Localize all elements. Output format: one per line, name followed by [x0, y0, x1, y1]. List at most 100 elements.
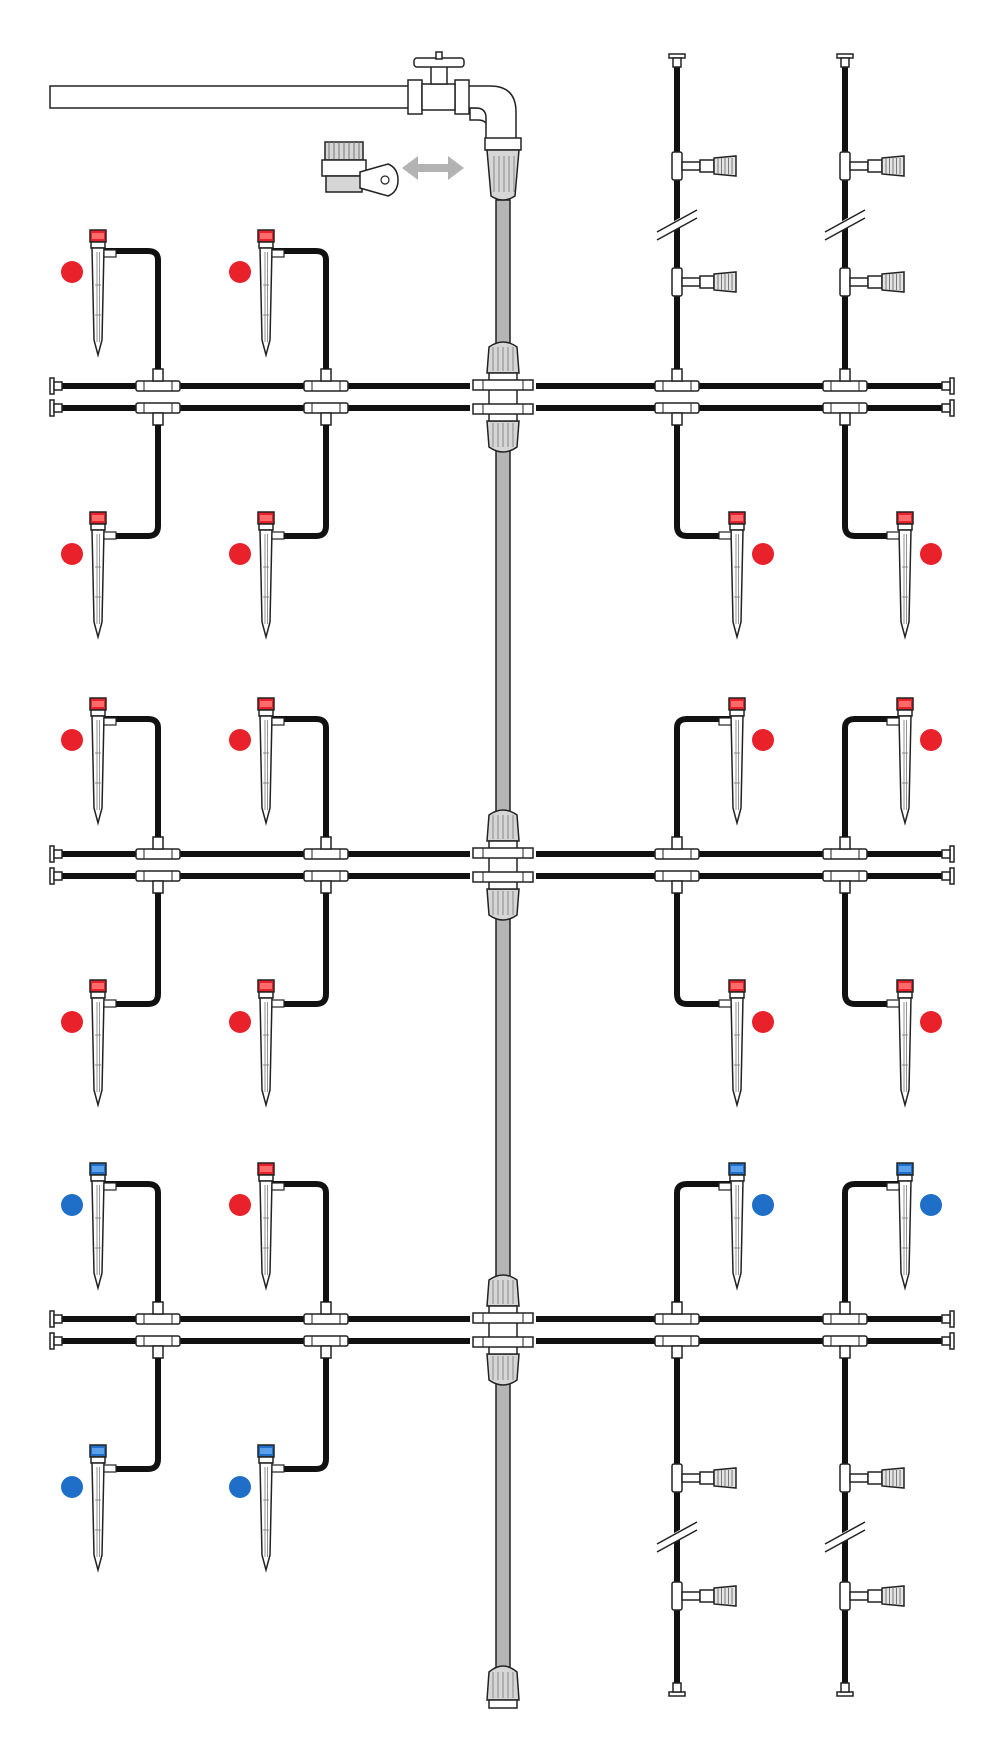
red-indicator-dot	[229, 729, 251, 751]
red-dripper-stake	[886, 979, 914, 1108]
trunk-cross-junction	[472, 341, 534, 453]
tee-connector	[303, 1301, 349, 1325]
tee-connector	[839, 151, 869, 181]
branch-group-g2	[49, 697, 955, 1108]
tee-connector	[135, 402, 181, 426]
end-cap	[668, 1682, 686, 1697]
faucet-assembly	[49, 51, 522, 201]
red-dripper-stake	[89, 229, 117, 358]
fitting-nut	[454, 79, 470, 115]
end-cap	[668, 53, 686, 68]
branch-extension	[824, 53, 905, 369]
fitting-nut	[407, 79, 423, 115]
end-cap	[941, 867, 955, 885]
red-indicator-dot	[752, 543, 774, 565]
tee-connector	[671, 1581, 701, 1611]
blue-dripper-stake	[886, 1162, 914, 1291]
branch-extension	[656, 1358, 737, 1697]
black-hose	[674, 1181, 731, 1302]
red-dripper-stake	[886, 511, 914, 640]
red-dripper-stake	[89, 979, 117, 1108]
double-arrow-icon	[402, 156, 464, 180]
valve	[699, 155, 737, 177]
black-hose	[272, 1181, 329, 1302]
break-mark	[656, 1521, 698, 1553]
end-cap	[941, 399, 955, 417]
red-indicator-dot	[61, 729, 83, 751]
red-dripper-stake	[89, 697, 117, 826]
valve	[699, 1467, 737, 1489]
end-cap-tip	[488, 1699, 518, 1709]
blue-indicator-dot	[61, 1194, 83, 1216]
blue-indicator-dot	[752, 1194, 774, 1216]
blue-dripper-stake	[257, 1444, 285, 1573]
break-mark	[824, 1521, 866, 1553]
valve	[699, 271, 737, 293]
tee-connector	[822, 1335, 868, 1359]
valve-body	[421, 83, 456, 111]
red-dripper-stake	[257, 979, 285, 1108]
tee-connector	[135, 870, 181, 894]
red-indicator-dot	[229, 1194, 251, 1216]
black-hose	[674, 716, 731, 837]
black-hose	[272, 1358, 329, 1472]
tee-connector	[303, 1335, 349, 1359]
end-cap	[941, 1310, 955, 1328]
black-hose	[104, 248, 161, 369]
tee-connector	[654, 368, 700, 392]
red-indicator-dot	[752, 1011, 774, 1033]
red-indicator-dot	[61, 261, 83, 283]
tee-connector	[135, 1335, 181, 1359]
tee-connector	[654, 870, 700, 894]
valve	[867, 271, 905, 293]
tee-connector	[671, 1463, 701, 1493]
blue-dripper-stake	[89, 1162, 117, 1291]
tee-connector	[654, 1301, 700, 1325]
tee-connector	[671, 151, 701, 181]
break-mark	[824, 209, 866, 241]
red-indicator-dot	[752, 729, 774, 751]
red-indicator-dot	[61, 543, 83, 565]
black-hose	[674, 893, 731, 1007]
black-hose	[842, 893, 899, 1007]
end-cap	[941, 845, 955, 863]
end-cap	[49, 867, 63, 885]
end-cap	[836, 1682, 854, 1697]
red-indicator-dot	[920, 1011, 942, 1033]
branch-group-g3	[49, 1162, 955, 1697]
tee-connector	[303, 870, 349, 894]
black-hose	[842, 1181, 899, 1302]
black-hose	[104, 716, 161, 837]
blue-dripper-stake	[718, 1162, 746, 1291]
red-indicator-dot	[920, 729, 942, 751]
tee-connector	[822, 368, 868, 392]
black-hose	[842, 716, 899, 837]
tee-connector	[822, 402, 868, 426]
trunk-cross-junction	[472, 1274, 534, 1386]
end-cap	[49, 377, 63, 395]
tee-connector	[654, 402, 700, 426]
hose-connector	[484, 137, 522, 151]
red-indicator-dot	[229, 261, 251, 283]
valve	[867, 1585, 905, 1607]
red-indicator-dot	[229, 543, 251, 565]
break-mark	[656, 209, 698, 241]
valve	[699, 1585, 737, 1607]
branch-extension	[824, 1358, 905, 1697]
black-hose	[674, 425, 731, 539]
end-cap	[49, 1332, 63, 1350]
tee-connector	[303, 402, 349, 426]
hose-connector-nut	[486, 149, 520, 201]
end-cap	[941, 377, 955, 395]
black-hose	[272, 893, 329, 1007]
red-indicator-dot	[229, 1011, 251, 1033]
black-hose	[104, 425, 161, 539]
branch-extension	[656, 53, 737, 369]
tee-connector	[822, 836, 868, 860]
tee-connector	[822, 1301, 868, 1325]
blue-indicator-dot	[229, 1476, 251, 1498]
red-dripper-stake	[886, 697, 914, 826]
red-dripper-stake	[718, 979, 746, 1108]
black-hose	[272, 425, 329, 539]
